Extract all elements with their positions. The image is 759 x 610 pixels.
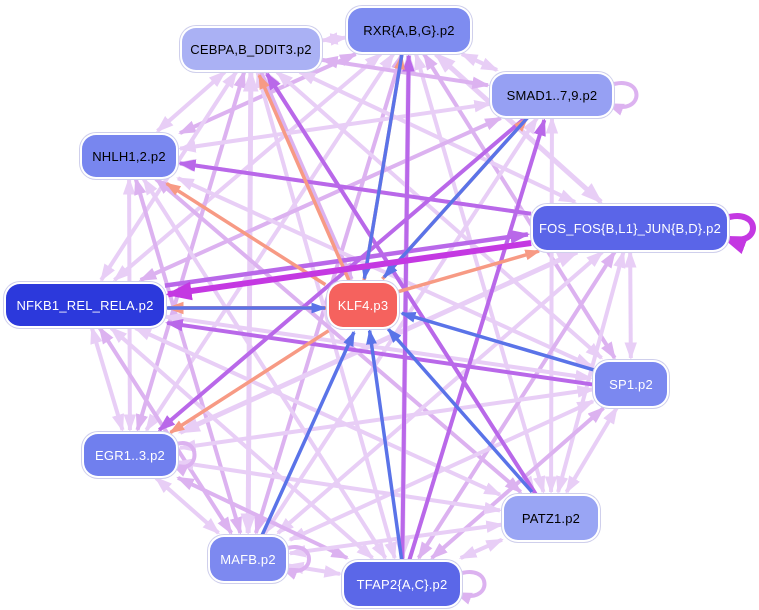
edge-rxr-smad [459, 52, 499, 72]
graph-node-sp1[interactable]: SP1.p2 [595, 362, 667, 406]
graph-node-smad[interactable]: SMAD1..7,9.p2 [492, 74, 612, 116]
edge-tfap2-klf4 [366, 328, 404, 560]
edge-smad-egr [157, 116, 527, 432]
edge-cebpa-mafb [240, 69, 259, 536]
node-label: RXR{A,B,G}.p2 [363, 22, 455, 38]
edge-rxr-cebpa [320, 32, 349, 46]
graph-node-egr[interactable]: EGR1..3.p2 [84, 434, 176, 476]
node-label: NFKB1_REL_RELA.p2 [16, 297, 154, 313]
self-loop-mafb [280, 545, 311, 580]
graph-node-rxr[interactable]: RXR{A,B,G}.p2 [348, 8, 470, 52]
graph-node-fos[interactable]: FOS_FOS{B,L1}_JUN{B,D}.p2 [533, 206, 727, 250]
edge-klf4-nhlh [165, 182, 327, 287]
edge-nfkb-egr [89, 326, 125, 432]
edge-smad-klf4 [382, 114, 531, 279]
edge-rxr-klf4 [361, 53, 404, 281]
self-loop-tfap2 [454, 570, 487, 605]
edge-patz-cebpa [265, 72, 538, 496]
edge-egr-mafb [154, 476, 221, 535]
node-label: CEBPA,B_DDIT3.p2 [190, 41, 312, 57]
graph-node-klf4[interactable]: KLF4.p3 [329, 283, 397, 327]
edge-smad-patz [544, 115, 559, 495]
self-loop-smad [606, 81, 639, 116]
node-label: NHLH1,2.p2 [92, 148, 166, 164]
edge-klf4-fos [397, 249, 541, 294]
edge-tfap2-rxr [400, 53, 415, 561]
edge-sp1-patz [564, 406, 619, 494]
edge-patz-mafb [287, 520, 505, 558]
graph-node-nhlh[interactable]: NHLH1,2.p2 [82, 135, 176, 177]
self-loop-egr [170, 441, 197, 477]
edge-nfkb-fos [164, 229, 531, 288]
edge-fos-nfkb [165, 240, 532, 301]
graph-node-nfkb[interactable]: NFKB1_REL_RELA.p2 [6, 284, 164, 326]
edge-mafb-tfap2 [286, 561, 342, 578]
edge-patz-klf4 [386, 327, 534, 494]
graph-node-cebpa[interactable]: CEBPA,B_DDIT3.p2 [182, 28, 320, 70]
node-label: EGR1..3.p2 [95, 447, 165, 463]
edge-mafb-klf4 [260, 330, 356, 537]
graph-node-patz[interactable]: PATZ1.p2 [504, 496, 598, 540]
node-label: SP1.p2 [609, 376, 653, 392]
edge-klf4-cebpa [257, 73, 352, 283]
node-label: PATZ1.p2 [521, 510, 581, 526]
node-label: SMAD1..7,9.p2 [506, 87, 598, 103]
edge-fos-nhlh [177, 159, 532, 216]
edge-nhlh-mafb [133, 177, 243, 535]
self-loop-fos [720, 213, 756, 255]
edge-klf4-egr [168, 329, 330, 434]
node-label: KLF4.p3 [337, 297, 389, 313]
edge-tfap2-smad [407, 118, 547, 561]
graph-node-tfap2[interactable]: TFAP2{A,C}.p2 [344, 562, 460, 606]
edge-sp1-nfkb [165, 318, 593, 387]
edge-fos-sp1 [623, 249, 637, 361]
node-label: MAFB.p2 [220, 551, 276, 567]
edge-sp1-klf4 [400, 311, 595, 372]
graph-node-mafb[interactable]: MAFB.p2 [210, 537, 286, 581]
node-label: FOS_FOS{B,L1}_JUN{B,D}.p2 [538, 220, 722, 236]
edge-patz-tfap2 [458, 537, 504, 560]
node-label: TFAP2{A,C}.p2 [356, 576, 448, 592]
